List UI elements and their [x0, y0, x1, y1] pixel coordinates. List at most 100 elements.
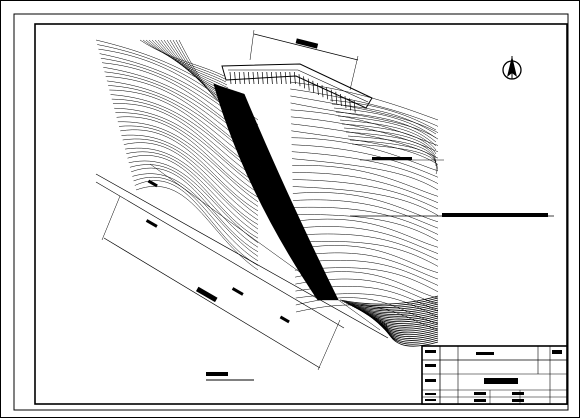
- contour-line: [292, 192, 439, 223]
- contour-line: [349, 304, 439, 314]
- crest-tick: [289, 71, 292, 85]
- contour-line: [119, 125, 259, 207]
- contour-line: [345, 131, 437, 163]
- crest-tick: [349, 98, 351, 111]
- contour-line: [117, 121, 259, 203]
- contour-line: [292, 179, 439, 210]
- crest-tick: [294, 71, 296, 85]
- crest-tick: [317, 82, 319, 96]
- crest-tick: [229, 71, 232, 85]
- contour-line: [343, 299, 439, 308]
- contour-line: [293, 233, 439, 261]
- contour-line: [292, 172, 439, 203]
- crest-tick: [261, 71, 264, 85]
- contour-line: [293, 199, 439, 229]
- contour-line: [112, 103, 259, 184]
- contour-line: [349, 139, 437, 171]
- crest-tick: [243, 71, 246, 85]
- contour-line: [142, 39, 226, 80]
- crest-tick: [284, 71, 287, 85]
- dimension-top: [249, 29, 359, 91]
- contour-line: [293, 226, 439, 254]
- contour-line: [291, 130, 439, 165]
- contour-line: [116, 116, 259, 198]
- contour-line: [294, 252, 439, 280]
- contour-line: [133, 176, 259, 262]
- contour-line: [339, 295, 439, 305]
- crest-tick: [321, 85, 324, 98]
- crest-tick: [248, 71, 250, 85]
- contour-line: [294, 260, 439, 286]
- contour-line: [337, 115, 437, 147]
- contour-line: [375, 317, 439, 338]
- contour-line: [345, 301, 439, 310]
- crest-tick: [271, 71, 273, 85]
- crest-tick: [340, 93, 342, 107]
- contour-line: [353, 306, 439, 317]
- contour-line: [122, 138, 259, 221]
- sheet-inner-border: [34, 23, 568, 405]
- contour-line: [134, 180, 259, 266]
- contour-line: [290, 102, 439, 140]
- crest-tick: [238, 71, 241, 85]
- contour-line: [329, 99, 437, 131]
- contour-line: [243, 93, 339, 301]
- contour-line: [291, 151, 439, 184]
- contour-line: [293, 218, 439, 248]
- contour-line: [347, 303, 439, 312]
- crest-tick: [330, 89, 333, 102]
- contour-line: [114, 107, 259, 189]
- contour-line: [139, 39, 225, 77]
- crest-tick: [280, 71, 282, 85]
- contour-line: [289, 81, 439, 121]
- crest-tick: [266, 71, 269, 85]
- contour-line: [292, 165, 439, 197]
- contour-line: [294, 245, 439, 273]
- dam-crest: [221, 63, 373, 113]
- contour-line: [335, 111, 437, 143]
- crest-tick: [307, 78, 310, 91]
- contour-line: [343, 127, 437, 159]
- scale-block: [206, 372, 254, 381]
- contour-line: [371, 315, 439, 334]
- crest-tick: [353, 100, 356, 113]
- contour-line: [145, 39, 227, 83]
- contour-line: [290, 95, 439, 133]
- contour-line: [120, 129, 259, 212]
- title-block: [421, 345, 568, 405]
- contour-line: [111, 98, 259, 180]
- north-arrow-icon: [502, 56, 522, 80]
- contour-line: [377, 318, 439, 339]
- contour-line: [131, 167, 259, 253]
- annotation-right: [350, 157, 554, 217]
- contour-line: [123, 142, 259, 225]
- contour-line: [294, 241, 439, 267]
- contour-line: [125, 147, 259, 230]
- contour-line: [121, 134, 259, 216]
- contour-line: [291, 123, 439, 159]
- crest-tick: [252, 71, 255, 85]
- contour-line: [331, 103, 437, 135]
- contour-line: [126, 151, 259, 234]
- contour-line: [132, 173, 259, 257]
- contour-line: [381, 320, 439, 343]
- valley-hatch: [213, 83, 439, 347]
- crest-tick: [326, 87, 328, 100]
- crest-tick: [298, 74, 301, 87]
- downstream-channel: [95, 163, 389, 339]
- contour-line: [151, 39, 229, 89]
- crest-tick: [335, 91, 338, 104]
- contour-line: [292, 186, 439, 216]
- crest-tick: [257, 71, 259, 85]
- contour-line: [341, 297, 439, 307]
- dimension-bottom: [95, 179, 345, 371]
- sheet-outer-border: [13, 13, 569, 411]
- contour-line: [115, 112, 259, 193]
- contour-line: [293, 214, 439, 242]
- contour-line: [291, 137, 439, 172]
- crest-tick: [303, 76, 305, 89]
- crest-tick: [344, 96, 347, 109]
- contour-line: [333, 107, 437, 139]
